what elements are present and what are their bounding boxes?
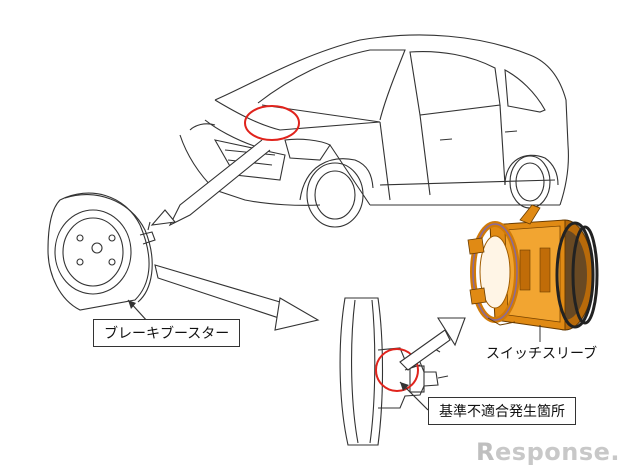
switch-sleeve-label: スイッチスリーブ — [486, 346, 598, 362]
arrow-car-to-booster — [168, 139, 271, 227]
hood-highlight-circle — [244, 105, 300, 141]
response-watermark: Response. — [476, 438, 620, 466]
arrow-to-sleeve — [399, 329, 451, 371]
defect-location-label: 基準不適合発生箇所 — [428, 397, 576, 425]
arrow-booster-to-side — [154, 264, 291, 321]
switch-sleeve-drawing — [467, 204, 599, 331]
watermark-rest: esponse. — [495, 438, 620, 466]
car-drawing — [179, 34, 569, 228]
brake-booster-label: ブレーキブースター — [93, 319, 241, 347]
brake-booster-drawing — [47, 192, 156, 311]
watermark-first-letter: R — [476, 438, 495, 466]
defect-highlight-circle — [375, 348, 419, 392]
